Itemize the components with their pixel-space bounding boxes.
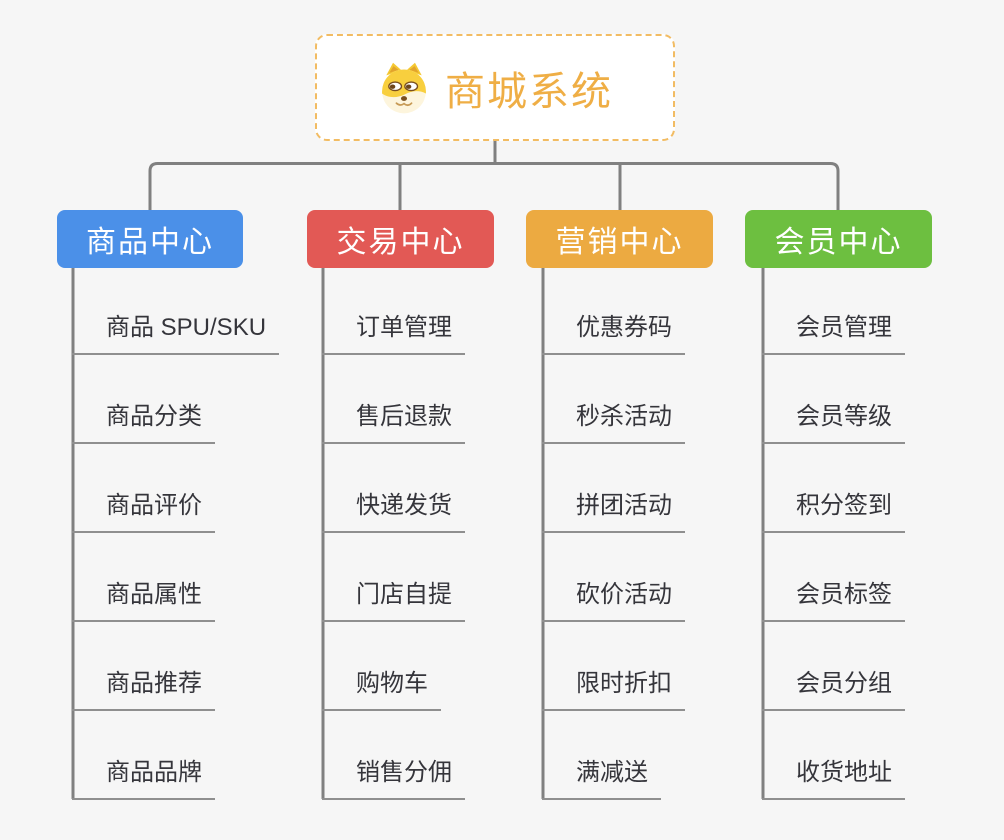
child-topic[interactable]: 商品属性 — [72, 578, 215, 622]
branch-node-member-center[interactable]: 会员中心 — [745, 210, 932, 268]
child-topic[interactable]: 会员等级 — [762, 400, 905, 444]
child-topic[interactable]: 限时折扣 — [542, 667, 685, 711]
child-topic[interactable]: 购物车 — [322, 667, 441, 711]
child-topic[interactable]: 会员标签 — [762, 578, 905, 622]
child-topic[interactable]: 满减送 — [542, 756, 661, 800]
child-topic[interactable]: 拼团活动 — [542, 489, 685, 533]
child-topic[interactable]: 销售分佣 — [322, 756, 465, 800]
branch-node-product-center[interactable]: 商品中心 — [57, 210, 243, 268]
child-topic[interactable]: 商品品牌 — [72, 756, 215, 800]
child-topic[interactable]: 优惠券码 — [542, 311, 685, 355]
child-topic[interactable]: 商品推荐 — [72, 667, 215, 711]
child-topic[interactable]: 售后退款 — [322, 400, 465, 444]
root-title: 商城系统 — [445, 69, 613, 114]
child-topic[interactable]: 快递发货 — [322, 489, 465, 533]
child-topic[interactable]: 砍价活动 — [542, 578, 685, 622]
child-topic[interactable]: 门店自提 — [322, 578, 465, 622]
child-topic[interactable]: 秒杀活动 — [542, 400, 685, 444]
branch-node-marketing-center[interactable]: 营销中心 — [526, 210, 713, 268]
child-topic[interactable]: 会员分组 — [762, 667, 905, 711]
child-topic[interactable]: 积分签到 — [762, 489, 905, 533]
child-topic[interactable]: 商品评价 — [72, 489, 215, 533]
child-topic[interactable]: 会员管理 — [762, 311, 905, 355]
branch-node-trade-center[interactable]: 交易中心 — [307, 210, 494, 268]
child-topic[interactable]: 商品 SPU/SKU — [72, 311, 280, 355]
root-node[interactable]: 商城系统 — [315, 34, 675, 141]
child-topic[interactable]: 订单管理 — [322, 311, 465, 355]
child-topic[interactable]: 商品分类 — [72, 400, 215, 444]
dog-face-icon — [377, 61, 431, 115]
child-topic[interactable]: 收货地址 — [762, 756, 905, 800]
